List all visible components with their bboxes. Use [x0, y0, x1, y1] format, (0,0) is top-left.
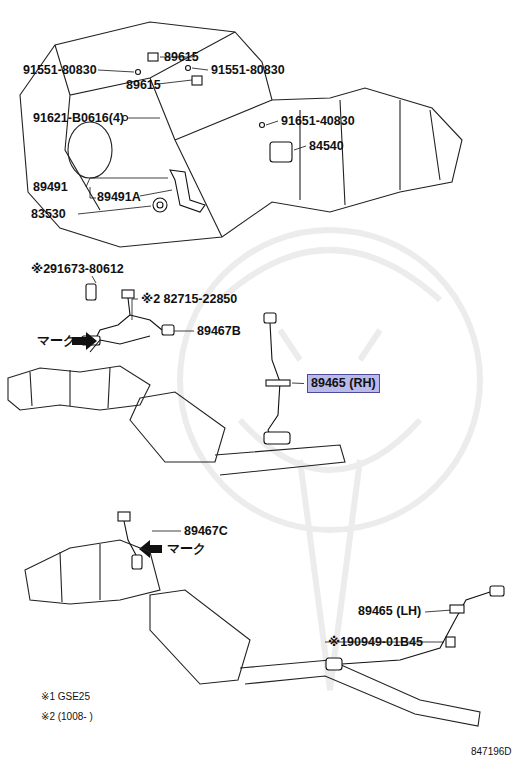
part-number: マーク	[166, 542, 207, 556]
part-number: 91551-80830	[22, 63, 98, 77]
leader-line	[292, 383, 304, 385]
note-text: 847196D	[470, 745, 513, 759]
part-number: 89491	[32, 180, 69, 194]
part-number: 84540	[308, 139, 345, 153]
part-number: 91621-B0616(4)	[32, 111, 125, 125]
part-number: 89465 (RH)	[311, 376, 376, 391]
part-number: マーク	[36, 334, 77, 348]
exhaust-manifold-rh	[8, 366, 345, 475]
oxygen-sensor-rh	[82, 284, 290, 444]
exhaust-manifold-lh	[25, 540, 480, 726]
part-number: 91551-80830	[210, 63, 286, 77]
part-number: 89465 (LH)	[357, 604, 422, 618]
part-number: ※190949-01B45	[327, 635, 424, 649]
engine-assembly	[20, 22, 462, 247]
note-text: ※2 (1008- )	[40, 710, 94, 724]
oxygen-sensor-lh	[118, 512, 504, 670]
part-number: 83530	[30, 207, 67, 221]
part-number: 89615	[125, 78, 162, 92]
note-text: ※1 GSE25	[40, 690, 91, 704]
highlighted-part-number: 89465 (RH)	[307, 374, 380, 393]
part-number: 89491A	[96, 190, 142, 204]
leader-lines	[78, 57, 452, 642]
part-number: ※2 82715-22850	[140, 292, 238, 306]
part-number: 89467B	[196, 324, 242, 338]
part-number: ※291673-80612	[30, 262, 125, 276]
part-number: 89467C	[183, 524, 229, 538]
part-number: 91651-40830	[280, 114, 356, 128]
part-number: 89615	[163, 50, 200, 64]
mark-arrows	[72, 332, 162, 558]
sensors-upper	[123, 53, 293, 212]
